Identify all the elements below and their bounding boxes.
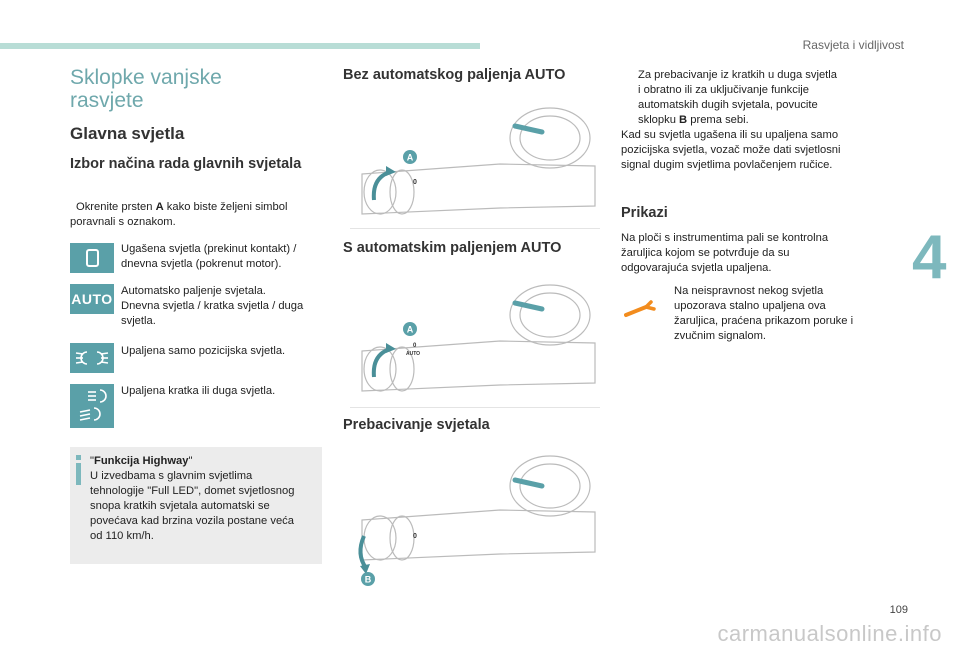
lever-auto-2: AUTO [406, 351, 420, 357]
lever-drawing-2: A 0 AUTO [361, 284, 596, 392]
beam-glyph [79, 389, 107, 421]
info-icon [76, 455, 81, 485]
lever-drawing-1: A 0 [361, 107, 596, 215]
lever-zero-2: 0 [413, 343, 417, 349]
heading-displays: Prikazi [621, 205, 668, 221]
heading-with-auto: S automatskim paljenjem AUTO [343, 240, 562, 256]
lever-illustration-manual: A 0 [350, 96, 600, 229]
low-high-beam-icon [70, 384, 114, 428]
mode-auto-icon: AUTO [70, 284, 114, 314]
info-text: "Funkcija Highway" U izvedbama s glavnim… [90, 454, 318, 544]
mode-position-text: Upaljena samo pozicijska svjetla. [121, 345, 286, 357]
warning-text: Na neispravnost nekog svjetla upozorava … [674, 285, 854, 342]
lever-illustration-switch: B 0 [350, 450, 600, 590]
instruction: Okrenite prsten A kako biste željeni sim… [70, 201, 288, 228]
label-a-1: A [407, 153, 414, 163]
chapter-tab: 4 [904, 222, 960, 294]
page-title: Sklopke vanjske rasvjete [70, 66, 222, 112]
lever-zero-1: 0 [413, 179, 417, 186]
watermark[interactable]: carmanualsonline.info [717, 621, 942, 646]
section-header: Rasvjeta i vidljivost [802, 38, 904, 52]
label-a-2: A [407, 325, 414, 335]
info-title: "Funkcija Highway" [90, 455, 193, 467]
top-accent-bar [0, 43, 480, 49]
wrench-glyph [624, 300, 656, 317]
lever-zero-3: 0 [413, 533, 417, 540]
section-heading: Izbor načina rada glavnih svjetala [70, 156, 302, 172]
mode-off-icon [70, 243, 114, 273]
heading-switching: Prebacivanje svjetala [343, 417, 490, 433]
switch-instruction: Za prebacivanje iz kratkih u duga svjetl… [621, 69, 841, 171]
heading-no-auto: Bez automatskog paljenja AUTO [343, 67, 566, 83]
displays-text: Na ploči s instrumentima pali se kontrol… [621, 232, 829, 274]
position-lights-glyph [75, 351, 109, 365]
lever-illustration-auto: A 0 AUTO [350, 275, 600, 408]
mode-auto-text: Automatsko paljenje svjetala. Dnevna svj… [121, 285, 304, 327]
position-lights-icon [70, 343, 114, 373]
mode-off-text: Ugašena svjetla (prekinut kontakt) / dne… [121, 243, 297, 270]
label-b: B [365, 575, 372, 585]
page-number: 109 [889, 604, 908, 616]
chapter-number: 4 [912, 223, 947, 292]
info-box: "Funkcija Highway" U izvedbama s glavnim… [70, 447, 322, 564]
subtitle: Glavna svjetla [70, 124, 185, 143]
mode-beam-text: Upaljena kratka ili duga svjetla. [121, 385, 276, 397]
lever-drawing-3: B 0 [358, 455, 596, 586]
wrench-icon [624, 298, 658, 320]
